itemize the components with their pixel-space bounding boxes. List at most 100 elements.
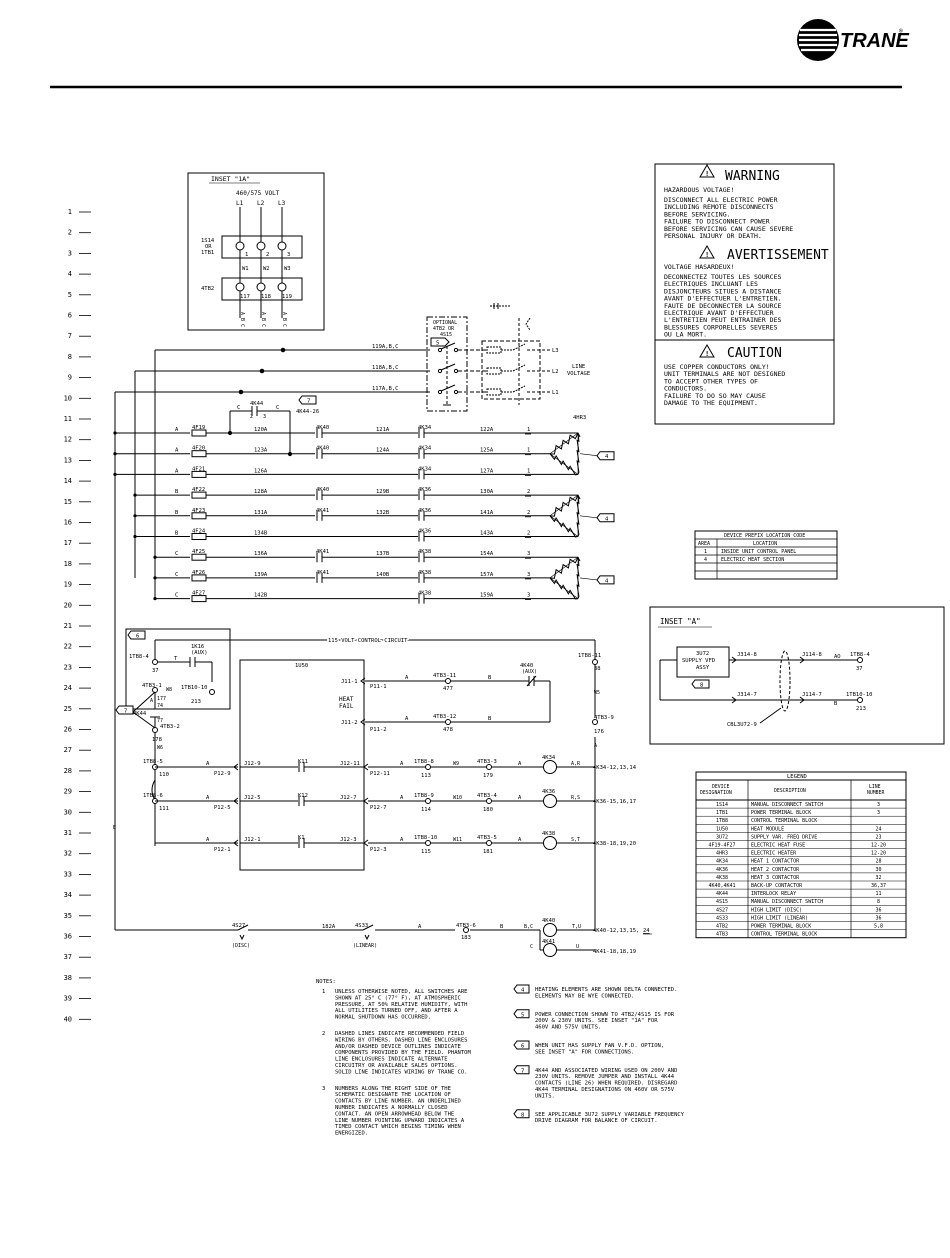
- warning-title: WARNING: [725, 169, 780, 184]
- contact-label: 4K38: [418, 591, 431, 597]
- line-number: 9: [68, 374, 72, 382]
- line-number: 25: [64, 705, 72, 713]
- inset-1a-w1: W1: [242, 266, 249, 272]
- inset-a-box-2: SUPPLY VFD: [682, 658, 715, 664]
- contact-label: 4K40: [316, 446, 329, 452]
- wire-label: 143A: [480, 531, 494, 537]
- legend-header: DEVICE: [712, 784, 729, 790]
- ctrl-213: 213: [191, 699, 201, 705]
- ctrl-t: T: [174, 656, 178, 662]
- warning-panel: ! WARNING HAZARDOUS VOLTAGE! DISCONNECT …: [654, 163, 835, 425]
- ctrl-w5: W5: [594, 690, 600, 696]
- avertissement-subtitle: VOLTAGE HASARDEUX!: [664, 263, 734, 271]
- limit-4tb3-6: 4TB3-6: [456, 923, 476, 929]
- feed-119: 119A,B,C: [372, 344, 399, 350]
- wire-letter: A: [518, 761, 522, 767]
- wire-letter: A: [206, 837, 210, 843]
- terminal-label: 3: [527, 551, 530, 557]
- limit-ref-2: 4K41-18,18,19: [593, 949, 636, 955]
- limit-4s27: 4S27: [232, 923, 245, 929]
- phase-label: C: [175, 593, 178, 599]
- brand-name: TRANE: [840, 30, 910, 52]
- legend-line-number: 32: [875, 875, 881, 881]
- legend-device: 4K34: [716, 859, 728, 865]
- inset-a-cable: CBL3U72-9: [727, 722, 757, 728]
- note-ref-flag: 6: [513, 1040, 530, 1050]
- fuse-symbol: [191, 553, 207, 561]
- note-text: WHEN UNIT HAS SUPPLY FAN V.F.D. OPTION,S…: [535, 1043, 664, 1055]
- wire-letter: A: [400, 795, 404, 801]
- fuse-label: 4F27: [192, 591, 205, 597]
- fuse-symbol: [191, 429, 207, 437]
- note-number: 7: [521, 1068, 524, 1074]
- stage-relay-label: K12: [298, 793, 308, 799]
- k44-label: 4K44: [250, 401, 264, 407]
- stage-wire-number: 113: [421, 773, 431, 779]
- legend-description: BACK-UP CONTACTOR: [751, 883, 803, 889]
- contact-label: 4K36: [418, 487, 431, 493]
- fuse-label: 4F26: [192, 570, 205, 576]
- line-number: 2: [68, 229, 72, 237]
- stage-coil-label: 4K34: [542, 755, 556, 761]
- inset-a-b: B: [834, 701, 838, 707]
- inset-1a-w2: W2: [263, 266, 270, 272]
- phase-label: A: [175, 448, 179, 454]
- inset-a-title: INSET "A": [660, 617, 701, 626]
- note-number: 4: [521, 988, 525, 994]
- contact-label: 4K41: [316, 570, 329, 576]
- note-7-ref-ctrl: 7: [124, 709, 127, 715]
- line-number: 36: [64, 933, 72, 941]
- prefix-header: LOCATION: [753, 541, 777, 547]
- contact-label: 4K36: [418, 529, 431, 535]
- optional-label-2: 4TB2 OR: [433, 326, 455, 332]
- inset-a-37: 37: [856, 666, 863, 672]
- backup-limit-row: 4S27 (DISC) 182A 4S33 (LINEAR) A 4TB3-6 …: [115, 918, 652, 957]
- inset-1a-1tb1: 1TB1: [201, 250, 214, 256]
- legend-description: ELECTRIC HEAT FUSE: [751, 843, 805, 849]
- inset-1a-title: INSET "1A": [211, 175, 250, 183]
- line-number: 30: [64, 808, 72, 816]
- legend-line-number: 12-20: [871, 843, 886, 849]
- wire-letter: A: [518, 837, 522, 843]
- inset-a-ao: AO: [834, 654, 841, 660]
- stage-terminal-label: 1TB8-9: [414, 793, 434, 799]
- legend-description: INTERLOCK RELAY: [751, 891, 796, 897]
- inset-a-box-3: ASSY: [696, 665, 710, 671]
- legend-line-number: 36,37: [871, 883, 886, 889]
- legend-line-number: 28: [875, 859, 881, 865]
- inset-1a-abc-1: A B C: [239, 312, 245, 327]
- line-number: 10: [64, 394, 72, 402]
- legend-description: HIGH LIMIT (DISC): [751, 907, 802, 913]
- line-number: 23: [64, 663, 72, 671]
- wire-label: 140B: [376, 572, 390, 578]
- limit-u: U: [576, 944, 579, 950]
- k44-c2: C: [276, 405, 279, 411]
- stage-contact-ref: 4K34-12,13,14: [593, 765, 637, 771]
- wire-label: 124A: [376, 448, 390, 454]
- note-4-ref: 4: [605, 454, 609, 460]
- inset-1a-l1: L1: [236, 200, 244, 207]
- ctrl-b-1: B: [488, 675, 492, 681]
- stage-wire-number: 180: [483, 807, 493, 813]
- inset-a-box-1: 3U72: [696, 651, 709, 657]
- prefix-cell: 4: [704, 557, 707, 563]
- inset-1a-term-1: 1: [245, 252, 248, 258]
- line-number: 29: [64, 788, 72, 796]
- stage-contact-ref: 4K38-18,19,20: [593, 841, 636, 847]
- line-number: 11: [64, 415, 72, 423]
- line-number: 38: [64, 974, 72, 982]
- contact-label: 4K40: [316, 487, 329, 493]
- phase-label: B: [175, 531, 179, 537]
- disconnect-switch-4s15: [437, 342, 459, 406]
- contact-label: 4K38: [418, 570, 431, 576]
- prefix-header: AREA: [698, 541, 710, 547]
- stage-plug-label: P12-3: [370, 847, 387, 853]
- fuse-symbol: [191, 491, 207, 499]
